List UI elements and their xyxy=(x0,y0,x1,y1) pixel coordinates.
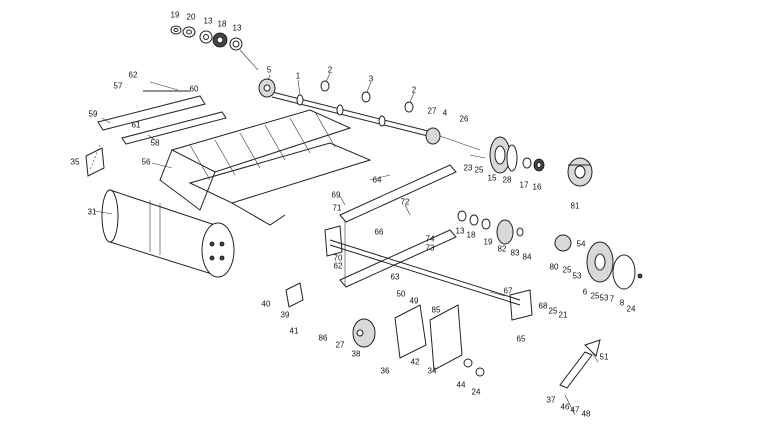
callout-58: 58 xyxy=(150,138,160,148)
callout-13: 13 xyxy=(232,23,242,33)
callout-81: 81 xyxy=(570,201,580,211)
callout-25: 25 xyxy=(474,165,484,175)
chain-strip xyxy=(89,90,227,171)
callout-38: 38 xyxy=(351,349,361,359)
callout-82: 82 xyxy=(497,244,507,254)
lower-sprocket-group xyxy=(457,210,643,290)
callout-63: 63 xyxy=(390,272,400,282)
callout-60: 60 xyxy=(189,84,199,94)
callout-67: 67 xyxy=(503,286,513,296)
callout-37: 37 xyxy=(546,395,556,405)
callout-26: 26 xyxy=(459,114,469,124)
callout-25: 25 xyxy=(562,265,572,275)
callout-83: 83 xyxy=(510,248,520,258)
lower-fittings xyxy=(285,282,601,416)
callout-23: 23 xyxy=(463,163,473,173)
callout-34: 34 xyxy=(427,366,437,376)
callout-6: 6 xyxy=(582,287,588,297)
callout-54: 54 xyxy=(576,239,586,249)
callout-41: 41 xyxy=(289,326,299,336)
callout-17: 17 xyxy=(519,180,529,190)
callout-4: 4 xyxy=(442,108,448,118)
callout-66: 66 xyxy=(374,227,384,237)
callout-70: 70 xyxy=(333,253,343,263)
toothed-bar xyxy=(339,164,457,288)
callout-49: 49 xyxy=(409,296,419,306)
callout-3: 3 xyxy=(368,74,374,84)
callout-20: 20 xyxy=(186,12,196,22)
callout-8: 8 xyxy=(619,298,625,308)
callout-16: 16 xyxy=(532,182,542,192)
callout-50: 50 xyxy=(396,289,406,299)
long-axle xyxy=(324,225,533,321)
cylinder-drum xyxy=(101,189,235,278)
callout-71: 71 xyxy=(332,203,342,213)
drive-pulley-group xyxy=(469,136,593,187)
callout-27: 27 xyxy=(335,340,345,350)
callout-46: 46 xyxy=(560,402,570,412)
callout-21: 21 xyxy=(558,310,568,320)
callout-25: 25 xyxy=(548,306,558,316)
callout-80: 80 xyxy=(549,262,559,272)
callout-40: 40 xyxy=(261,299,271,309)
callout-53: 53 xyxy=(572,271,582,281)
callout-28: 28 xyxy=(502,175,512,185)
callout-24: 24 xyxy=(471,387,481,397)
callout-68: 68 xyxy=(538,301,548,311)
callout-27: 27 xyxy=(427,106,437,116)
callout-59: 59 xyxy=(88,109,98,119)
callout-2: 2 xyxy=(327,65,333,75)
callout-62: 62 xyxy=(333,261,343,271)
callout-19: 19 xyxy=(170,10,180,20)
callout-56: 56 xyxy=(141,157,151,167)
callout-53: 53 xyxy=(599,293,609,303)
callout-57: 57 xyxy=(113,81,123,91)
callout-5: 5 xyxy=(266,65,272,75)
callout-1: 1 xyxy=(295,71,301,81)
callout-13: 13 xyxy=(455,226,465,236)
callout-18: 18 xyxy=(217,19,227,29)
callout-84: 84 xyxy=(522,252,532,262)
callout-61: 61 xyxy=(131,120,141,130)
callout-36: 36 xyxy=(380,366,390,376)
callout-42: 42 xyxy=(410,357,420,367)
bracket-35 xyxy=(85,147,105,177)
callout-35: 35 xyxy=(70,157,80,167)
slat-frame xyxy=(159,109,372,226)
callout-73: 73 xyxy=(425,243,435,253)
callout-65: 65 xyxy=(516,334,526,344)
callout-62: 62 xyxy=(128,70,138,80)
callout-25: 25 xyxy=(590,291,600,301)
callout-2: 2 xyxy=(411,85,417,95)
callout-19: 19 xyxy=(483,237,493,247)
leader-lines xyxy=(94,72,599,363)
top-washer-stack xyxy=(170,25,259,71)
main-shaft xyxy=(258,78,481,151)
callout-18: 18 xyxy=(466,230,476,240)
callout-85: 85 xyxy=(431,305,441,315)
callout-39: 39 xyxy=(280,310,290,320)
callout-48: 48 xyxy=(581,409,591,419)
callout-86: 86 xyxy=(318,333,328,343)
callout-74: 74 xyxy=(425,234,435,244)
callout-72: 72 xyxy=(400,197,410,207)
callout-47: 47 xyxy=(570,405,580,415)
callout-69: 69 xyxy=(331,190,341,200)
callout-51: 51 xyxy=(599,352,609,362)
callout-44: 44 xyxy=(456,380,466,390)
callout-7: 7 xyxy=(609,294,615,304)
callout-24: 24 xyxy=(626,304,636,314)
callout-31: 31 xyxy=(87,207,97,217)
callout-64: 64 xyxy=(372,175,382,185)
callout-15: 15 xyxy=(487,173,497,183)
callout-13: 13 xyxy=(203,16,213,26)
